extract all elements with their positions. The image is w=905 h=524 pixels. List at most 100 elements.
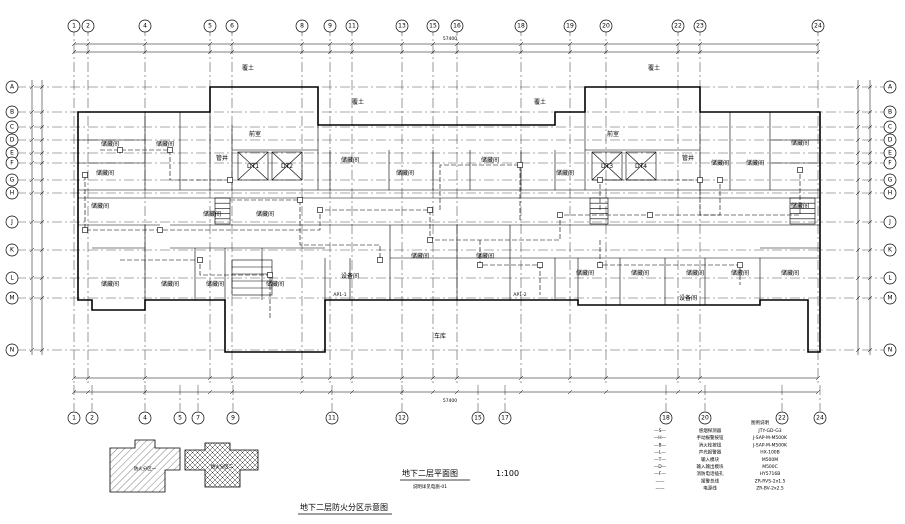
- grid-bubble-right: [883, 186, 897, 200]
- dimension-tick: [430, 389, 436, 395]
- elevator-label: DT4: [635, 163, 647, 170]
- room-label-storage: 储藏间: [631, 269, 649, 277]
- legend-code: M500M: [762, 457, 778, 463]
- elevator-shaft: [271, 151, 303, 181]
- grid-bubble-left: [5, 291, 19, 305]
- grid-bubble-top-label: 13: [398, 23, 406, 30]
- dimension-tick: [567, 41, 573, 47]
- elevator-label: DT2: [281, 163, 293, 170]
- grid-bubble-left-label: N: [10, 347, 15, 354]
- dimension-tick: [567, 389, 573, 395]
- grid-bubble-left: [5, 105, 19, 119]
- earth-label-4: 覆土: [648, 64, 660, 72]
- grid-bubble-bottom: [67, 411, 81, 425]
- dimension-tick: [603, 389, 609, 395]
- grid-bubble-bottom: [85, 411, 99, 425]
- dimension-tick: [867, 275, 873, 281]
- room-label-storage: 储藏间: [556, 169, 574, 177]
- legend-name: 消火栓按钮: [699, 441, 722, 448]
- garage-label: 车库: [434, 332, 446, 340]
- dimension-tick: [399, 49, 405, 55]
- grid-bubble-top: [203, 19, 217, 33]
- alarm-device: [797, 167, 803, 173]
- dimension-tick: [855, 177, 861, 183]
- room-label-equipment: 设备间: [679, 294, 697, 302]
- dimension-tick: [299, 375, 305, 381]
- alarm-device: [267, 272, 273, 278]
- grid-bubble-bottom-label: 11: [328, 415, 336, 422]
- stair-box: [231, 259, 273, 296]
- room-label-storage: 储藏间: [576, 269, 594, 277]
- grid-bubble-right: [883, 215, 897, 229]
- grid-bubble-top: [395, 19, 409, 33]
- grid-bubble-top-label: 24: [814, 23, 822, 30]
- grid-bubble-bottom: [325, 411, 339, 425]
- alarm-device: [377, 257, 383, 263]
- dimension-tick: [327, 49, 333, 55]
- grid-bubble-top-label: 22: [674, 23, 682, 30]
- room-label-storage: 储藏间: [266, 280, 284, 288]
- legend-code: ZR-RVS-2x1.5: [755, 478, 786, 484]
- dimension-tick: [71, 49, 77, 55]
- key-zone-one-label: 防火分区一: [134, 465, 157, 472]
- grid-bubble-top-label: 15: [429, 23, 437, 30]
- grid-bubble-top-label: 8: [300, 23, 304, 30]
- dimension-tick: [39, 247, 45, 253]
- dimension-tick: [867, 160, 873, 166]
- dimension-tick: [430, 49, 436, 55]
- grid-bubble-right: [883, 271, 897, 285]
- dimension-tick: [327, 41, 333, 47]
- alarm-device: [697, 177, 703, 183]
- room-label-storage: 储藏间: [476, 252, 494, 260]
- legend-symbol: —B—: [654, 442, 667, 448]
- grid-bubble-right: [883, 173, 897, 187]
- legend-symbol: —S—: [654, 428, 666, 434]
- grid-bubble-bottom-label: 4: [143, 415, 147, 422]
- dimension-tick: [675, 41, 681, 47]
- grid-bubble-top: [450, 19, 464, 33]
- grid-bubble-right-label: F: [888, 160, 892, 167]
- dimension-tick: [29, 190, 35, 196]
- alarm-devices: [82, 147, 803, 278]
- alarm-device: [597, 177, 603, 183]
- dimension-tick: [675, 49, 681, 55]
- grid-bubble-right-label: M: [887, 295, 892, 302]
- dimension-tick: [85, 41, 91, 47]
- grid-bubble-right-label: N: [888, 347, 893, 354]
- grid-bubble-bottom-label: 22: [778, 415, 786, 422]
- grid-bubble-left: [5, 133, 19, 147]
- dimension-tick: [39, 295, 45, 301]
- earth-label-1: 覆土: [242, 64, 254, 72]
- grid-bubble-right-label: H: [888, 190, 893, 197]
- legend-code: J-SAP-M-M500K: [752, 435, 788, 441]
- room-label-storage: 储藏间: [341, 156, 359, 164]
- grid-bubble-right-label: D: [888, 137, 893, 144]
- grid-bubble-right: [883, 133, 897, 147]
- alarm-device: [117, 147, 123, 153]
- grid-bubble-left-label: G: [10, 177, 15, 184]
- grid-lines: [16, 26, 886, 411]
- key-zone-one: [109, 439, 181, 493]
- elevator-label: DT3: [601, 163, 613, 170]
- elevator-shaft: [237, 151, 269, 181]
- room-label-pipe: 管井: [682, 154, 694, 162]
- dimension-tick: [142, 389, 148, 395]
- grid-bubble-right-label: K: [888, 247, 893, 254]
- alarm-cable: [439, 164, 521, 220]
- dimension-tick: [399, 389, 405, 395]
- dimension-tick: [29, 124, 35, 130]
- alarm-cable: [599, 170, 801, 216]
- grid-bubble-left: [5, 173, 19, 187]
- dimension-tick: [454, 41, 460, 47]
- dimension-tick: [697, 389, 703, 395]
- legend-code: HY5716B: [760, 471, 781, 477]
- room-label-storage: 储藏间: [101, 140, 119, 148]
- dimension-tick: [207, 49, 213, 55]
- dimension-tick: [207, 41, 213, 47]
- dimension-tick: [454, 375, 460, 381]
- dimension-tick: [454, 389, 460, 395]
- room-label-storage: 储藏间: [91, 202, 109, 210]
- grid-bubble-left-label: D: [10, 137, 15, 144]
- grid-bubble-top: [426, 19, 440, 33]
